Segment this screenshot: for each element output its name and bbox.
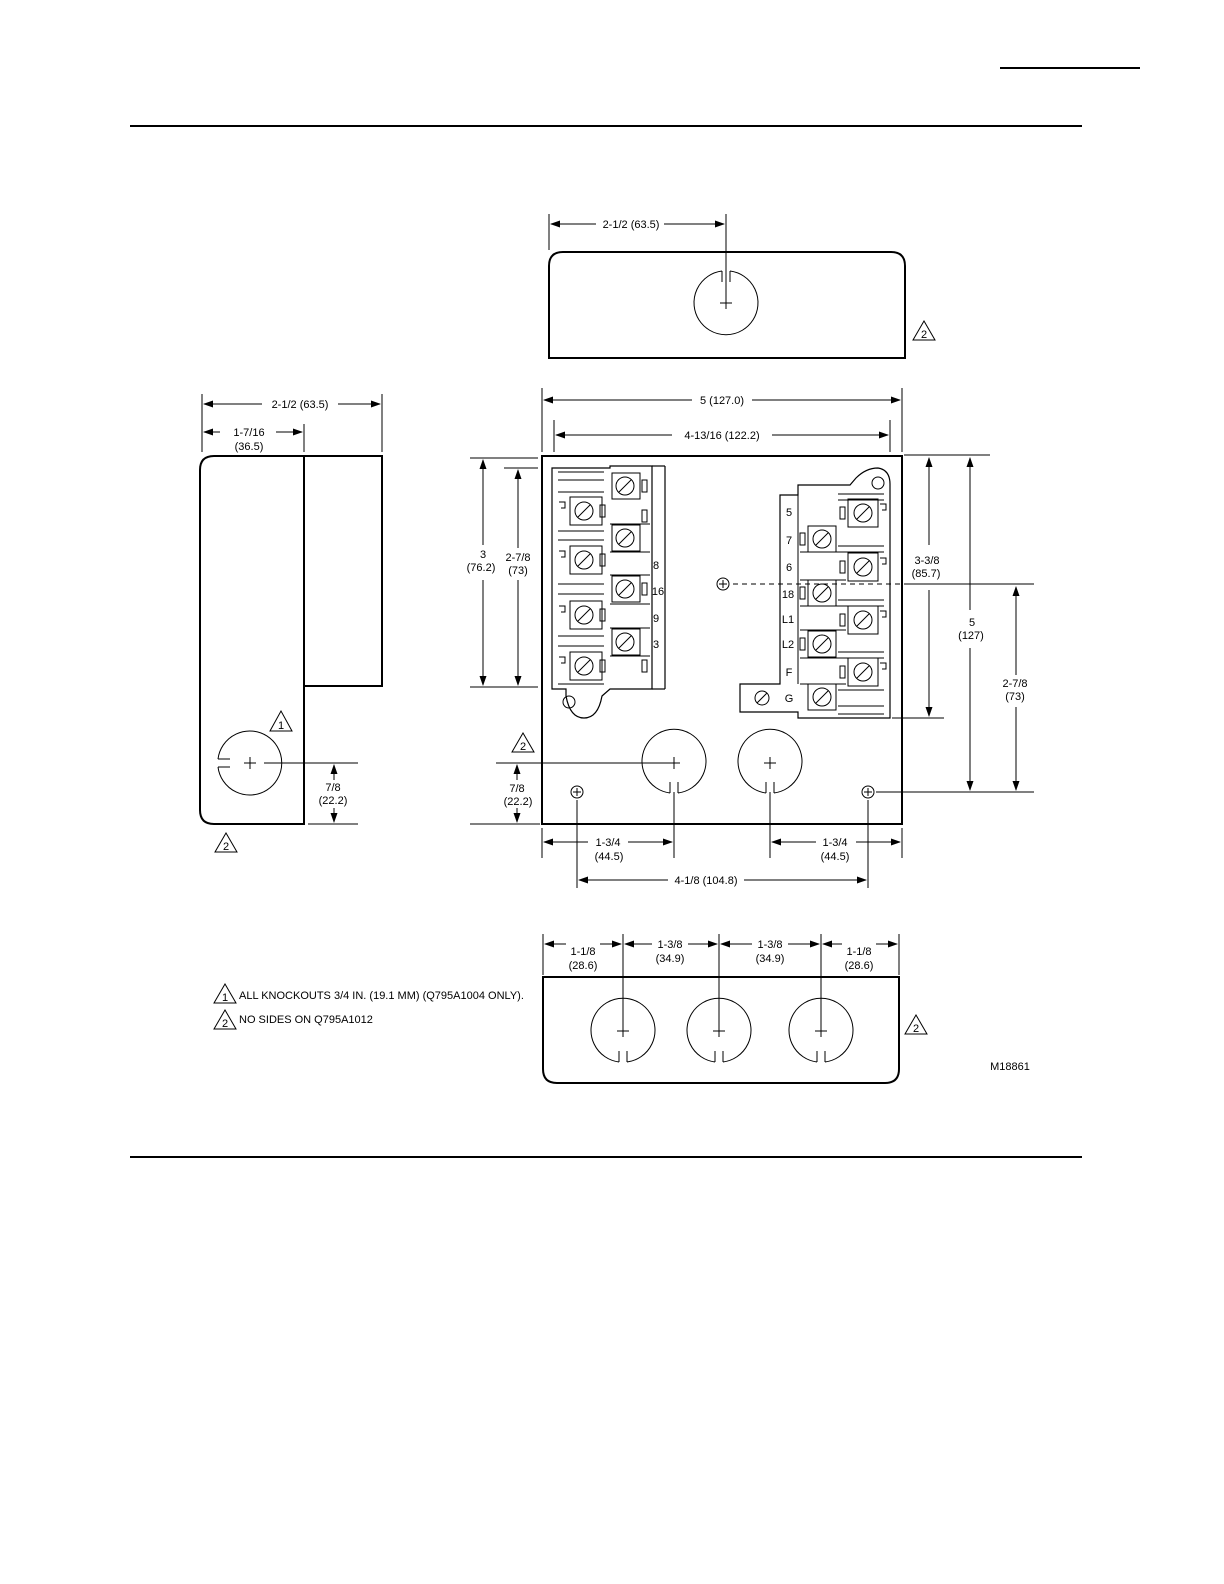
front-knockout-left <box>641 728 707 794</box>
notes-legend: 1 ALL KNOCKOUTS 3/4 IN. (19.1 MM) (Q795A… <box>213 983 524 1030</box>
figure-id: M18861 <box>990 1061 1030 1073</box>
dim-front-left-spacing-b: (44.5) <box>595 851 624 863</box>
note-marker: 1 <box>222 992 228 1004</box>
dim-side-width: 2-1/2 (63.5) <box>272 399 329 411</box>
right-terminal-label: 6 <box>786 562 792 574</box>
dim-bottom-a: 1-3/8 <box>657 939 682 951</box>
right-terminal-label: F <box>786 667 793 679</box>
section-rule-bottom <box>130 1156 1082 1158</box>
dim-bottom-b: (28.6) <box>845 960 874 972</box>
right-terminal-label: L2 <box>782 639 794 651</box>
svg-text:2: 2 <box>520 741 526 753</box>
side-view-cover <box>303 455 383 687</box>
note-marker-triangle: 2 <box>511 732 535 753</box>
dim-side-offset-b: (36.5) <box>235 441 264 453</box>
note-marker-triangle-1: 1 <box>269 709 293 732</box>
dim-front-right-lower-a: 2-7/8 <box>1002 678 1027 690</box>
dim-bottom-b: (34.9) <box>656 953 685 965</box>
right-terminal-strip: 5 7 6 18 L1 L2 F G <box>739 467 891 719</box>
dim-bottom-b: (34.9) <box>756 953 785 965</box>
left-screw-column <box>558 471 606 685</box>
dim-bottom-b: (28.6) <box>569 960 598 972</box>
svg-text:1: 1 <box>278 720 284 732</box>
top-knockout <box>693 270 759 336</box>
side-view: 7/8 (22.2) 2-1/2 (63.5) 1-7/16 (36.5) 1 … <box>199 394 383 853</box>
svg-text:2: 2 <box>223 841 229 853</box>
dim-front-right-spacing-a: 1-3/4 <box>822 837 847 849</box>
right-terminal-label: L1 <box>782 614 794 626</box>
header-rule <box>1000 67 1140 69</box>
top-view-outline <box>548 251 906 359</box>
svg-text:2: 2 <box>921 329 927 341</box>
top-view: 2-1/2 (63.5) 2 <box>548 214 936 359</box>
left-terminal-strip: 8 16 9 3 <box>551 465 666 719</box>
note-marker-triangle: 2 <box>912 320 936 341</box>
bottom-view: 1-1/8 (28.6) 1-3/8 (34.9) 1-3/8 (34.9) 1… <box>542 934 1030 1084</box>
dim-front-left-inner-b: (73) <box>508 565 528 577</box>
dim-bottom-a: 1-1/8 <box>570 946 595 958</box>
left-terminal-label: 16 <box>652 586 664 598</box>
dim-front-right-spacing-b: (44.5) <box>821 851 850 863</box>
note-marker-triangle-2: 2 <box>214 832 238 853</box>
right-screw-stack <box>799 493 887 715</box>
dim-front-right-total-a: 5 <box>969 617 975 629</box>
right-screw-column <box>610 472 650 673</box>
dim-front-left-height-b: (76.2) <box>467 562 496 574</box>
mounting-hole-left <box>570 785 584 799</box>
note-item: 1 ALL KNOCKOUTS 3/4 IN. (19.1 MM) (Q795A… <box>213 983 524 1004</box>
dim-front-left-height-a: 3 <box>480 549 486 561</box>
dim-bottom-a: 1-3/8 <box>757 939 782 951</box>
dim-front-right-lower-b: (73) <box>1005 691 1025 703</box>
note-marker-triangle: 2 <box>904 1014 928 1035</box>
dim-front-mount-holes: 4-1/8 (104.8) <box>675 875 738 887</box>
dim-front-overall-width: 5 (127.0) <box>700 395 744 407</box>
front-view: 5 (127.0) 4-13/16 (122.2) 3 (76.2) 2-7/8… <box>467 388 1034 888</box>
center-reference-mark <box>716 577 730 591</box>
dim-bottom-a: 1-1/8 <box>846 946 871 958</box>
svg-text:2: 2 <box>913 1023 919 1035</box>
right-terminal-label: 7 <box>786 535 792 547</box>
left-terminal-label: 8 <box>653 560 659 572</box>
dim-front-left-spacing-a: 1-3/4 <box>595 837 620 849</box>
left-terminal-label: 9 <box>653 613 659 625</box>
right-terminal-label: 5 <box>786 507 792 519</box>
dim-front-right-total-b: (127) <box>958 630 984 642</box>
dim-side-offset-a: 1-7/16 <box>233 427 264 439</box>
dim-top-hole: 2-1/2 (63.5) <box>603 219 660 231</box>
section-rule-top <box>130 125 1082 127</box>
right-terminal-label: G <box>785 693 794 705</box>
note-text: NO SIDES ON Q795A1012 <box>239 1014 373 1026</box>
front-knockout-right <box>737 728 803 794</box>
dim-side-hole-a: 7/8 <box>325 782 340 794</box>
left-terminal-label: 3 <box>653 639 659 651</box>
mounting-hole-right <box>861 785 875 799</box>
right-terminal-label: 18 <box>782 589 794 601</box>
dim-front-left-inner-a: 2-7/8 <box>505 552 530 564</box>
side-view-body <box>199 455 305 825</box>
note-item: 2 NO SIDES ON Q795A1012 <box>213 1009 373 1030</box>
dim-side-hole-b: (22.2) <box>319 795 348 807</box>
dim-front-bottom-hole-a: 7/8 <box>509 783 524 795</box>
note-marker: 2 <box>222 1018 228 1030</box>
dim-front-bottom-hole-b: (22.2) <box>504 796 533 808</box>
dim-front-right-upper-b: (85.7) <box>912 568 941 580</box>
dim-front-inner-width: 4-13/16 (122.2) <box>684 430 759 442</box>
bottom-view-outline <box>542 976 900 1084</box>
dim-front-right-upper-a: 3-3/8 <box>914 555 939 567</box>
note-text: ALL KNOCKOUTS 3/4 IN. (19.1 MM) (Q795A10… <box>239 990 524 1002</box>
